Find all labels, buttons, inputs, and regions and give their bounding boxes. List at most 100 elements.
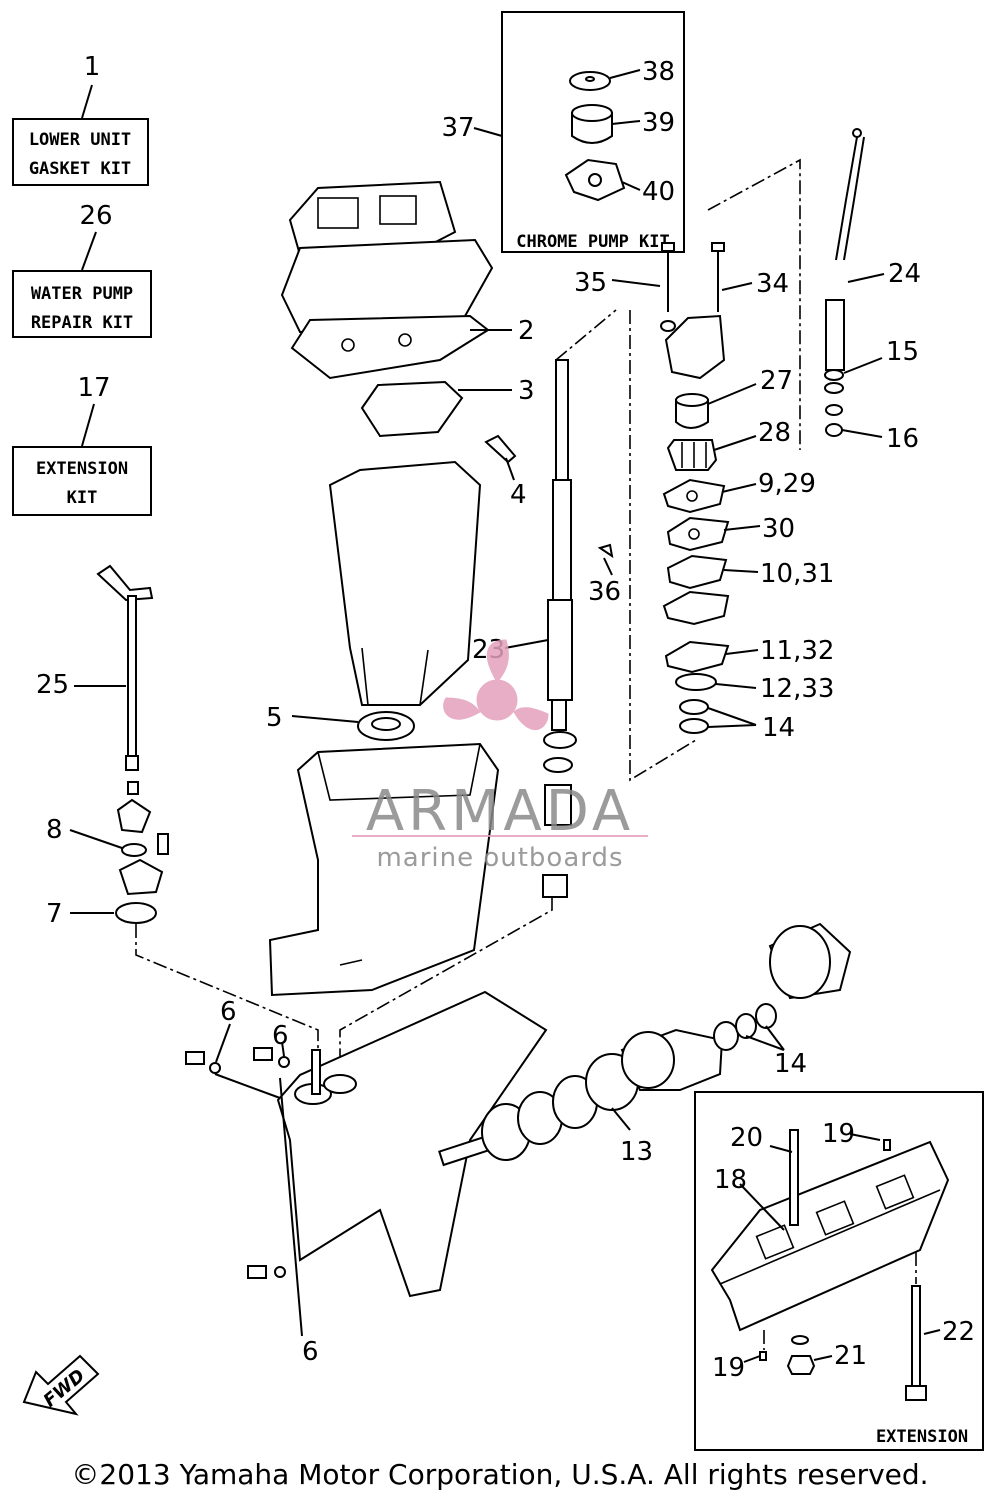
callout-28: 28	[758, 418, 791, 448]
callout-36: 36	[588, 577, 621, 607]
callout-30: 30	[762, 514, 795, 544]
callout-9-29: 9,29	[758, 469, 816, 499]
exhaust-guide	[328, 460, 482, 706]
shaft-lower	[547, 599, 573, 701]
callout-19a: 19	[822, 1119, 855, 1149]
callout-27: 27	[760, 366, 793, 396]
gasket-group: 2 3 4	[280, 180, 535, 510]
fwd-arrow: FWD	[22, 1354, 100, 1416]
kit-line2: REPAIR KIT	[31, 313, 133, 333]
callout-11-32: 11,32	[760, 636, 834, 666]
nut-21	[786, 1355, 816, 1375]
callout-22: 22	[942, 1317, 975, 1347]
callout-19b: 19	[712, 1353, 745, 1383]
callout-8: 8	[46, 815, 63, 845]
callout-24: 24	[888, 259, 921, 289]
callout-5: 5	[266, 703, 283, 733]
watermark-brand: ARMADA	[366, 779, 634, 844]
shift-rod-24: 24 15 16	[824, 128, 921, 454]
lower-casing: 6 6 6 13 14	[185, 922, 852, 1367]
pump-plate-part	[564, 158, 626, 202]
plate-10-31	[666, 554, 728, 590]
shift-rod-holder	[118, 858, 164, 896]
impeller-28	[666, 439, 718, 471]
stud-20	[789, 1129, 799, 1226]
watermark-tagline: marine outboards	[376, 843, 623, 873]
shaft-middle	[552, 479, 572, 611]
bolt-22	[911, 1285, 921, 1387]
kit-number: 17	[77, 373, 110, 403]
oring-7	[115, 902, 157, 924]
callout-3: 3	[518, 376, 535, 406]
callout-21: 21	[834, 1341, 867, 1371]
extension-case	[710, 1140, 950, 1332]
plate-9-29	[662, 478, 726, 514]
pump-housing	[664, 314, 726, 380]
callout-40: 40	[642, 177, 675, 207]
key-36	[597, 543, 614, 559]
callout-2: 2	[518, 316, 535, 346]
gasket-11-32	[664, 640, 730, 674]
gasket-2	[290, 314, 490, 380]
leader-line	[555, 309, 617, 361]
part-4	[484, 434, 517, 464]
callout-35: 35	[574, 268, 607, 298]
drive-shaft: 23 36	[472, 359, 621, 898]
water-pump-stack: 35 34 27 28 9,29 30 10,31 11,32	[574, 242, 834, 743]
leader-line	[629, 310, 697, 782]
fwd-arrow-shape	[22, 1354, 100, 1416]
extension-title: EXTENSION	[876, 1427, 968, 1447]
kit-line1: WATER PUMP	[31, 284, 133, 304]
callout-34: 34	[756, 269, 789, 299]
oil-seal-14b	[679, 718, 709, 734]
leader-line	[707, 158, 801, 450]
leader-line	[339, 897, 553, 1062]
callout-12-33: 12,33	[760, 674, 834, 704]
copyright-footer: ©2013 Yamaha Motor Corporation, U.S.A. A…	[71, 1458, 929, 1491]
kit-box	[12, 446, 152, 516]
callout-13: 13	[620, 1137, 653, 1167]
kit-water-pump-repair: 26 WATER PUMP REPAIR KIT	[12, 201, 152, 338]
kit-line2: KIT	[67, 488, 98, 508]
armada-watermark: ARMADA marine outboards	[352, 639, 648, 873]
kit-box	[12, 270, 152, 338]
plate-30	[666, 516, 730, 552]
kit-line2: GASKET KIT	[29, 159, 131, 179]
kit-line1: EXTENSION	[36, 459, 128, 479]
callout-4: 4	[510, 480, 527, 510]
oring-12-33	[675, 673, 717, 691]
callout-14a: 14	[762, 713, 795, 743]
chrome-pump-kit: CHROME PUMP KIT 37 38 39 40	[441, 11, 685, 253]
callout-16: 16	[886, 424, 919, 454]
callout-38: 38	[642, 57, 675, 87]
propeller-logo-icon	[443, 639, 549, 731]
callout-15: 15	[886, 337, 919, 367]
seal-5	[357, 711, 415, 741]
kit-number: 1	[84, 52, 101, 82]
callout-20: 20	[730, 1123, 763, 1153]
callout-10-31: 10,31	[760, 559, 834, 589]
oil-seal-14	[679, 699, 709, 715]
kit-extension: 17 EXTENSION KIT	[12, 373, 152, 516]
callout-6c: 6	[302, 1337, 319, 1367]
gasket-3	[360, 380, 464, 438]
shift-rod-25: 25 8 7	[36, 564, 553, 1062]
kit-number: 26	[79, 201, 112, 231]
callout-18: 18	[714, 1165, 747, 1195]
shaft-upper	[555, 359, 569, 491]
upper-case	[268, 742, 500, 997]
extension-box: EXTENSION 20 18 19 19 21 22	[694, 1091, 984, 1451]
gear-case	[276, 990, 548, 1298]
callout-14b: 14	[774, 1049, 807, 1079]
chrome-kit-box	[501, 11, 685, 253]
shift-lever	[96, 564, 154, 602]
chrome-kit-title: CHROME PUMP KIT	[516, 232, 670, 252]
leader-line	[135, 924, 319, 1062]
kit-line1: LOWER UNIT	[29, 130, 131, 150]
callout-25: 25	[36, 670, 69, 700]
kit-lower-unit-gasket: 1 LOWER UNIT GASKET KIT	[12, 52, 149, 186]
callout-6b: 6	[272, 1021, 289, 1051]
upper-casing: 5	[266, 460, 500, 997]
callout-6a: 6	[220, 997, 237, 1027]
